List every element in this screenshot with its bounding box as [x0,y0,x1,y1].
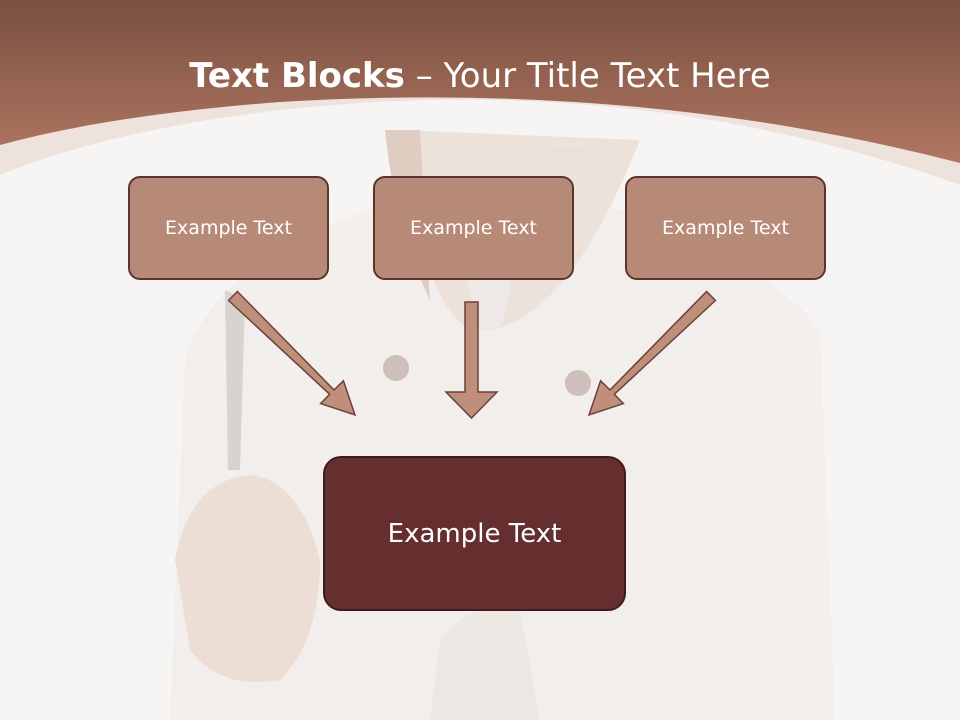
text-block-center[interactable]: Example Text [323,456,626,611]
slide-title: Text Blocks – Your Title Text Here [0,56,960,96]
text-block-center-label: Example Text [387,518,562,549]
text-block-middle[interactable]: Example Text [373,176,574,280]
text-block-middle-label: Example Text [410,217,537,239]
title-rest: Your Title Text Here [443,56,771,96]
title-dash: – [415,56,433,96]
text-block-left[interactable]: Example Text [128,176,329,280]
text-block-right[interactable]: Example Text [625,176,826,280]
text-block-left-label: Example Text [165,217,292,239]
arrow-left-down-right [227,290,357,417]
arrow-right-down-left [587,290,717,417]
arrow-down [444,301,499,420]
title-bold: Text Blocks [189,56,405,96]
text-block-right-label: Example Text [662,217,789,239]
header-band [0,0,960,163]
